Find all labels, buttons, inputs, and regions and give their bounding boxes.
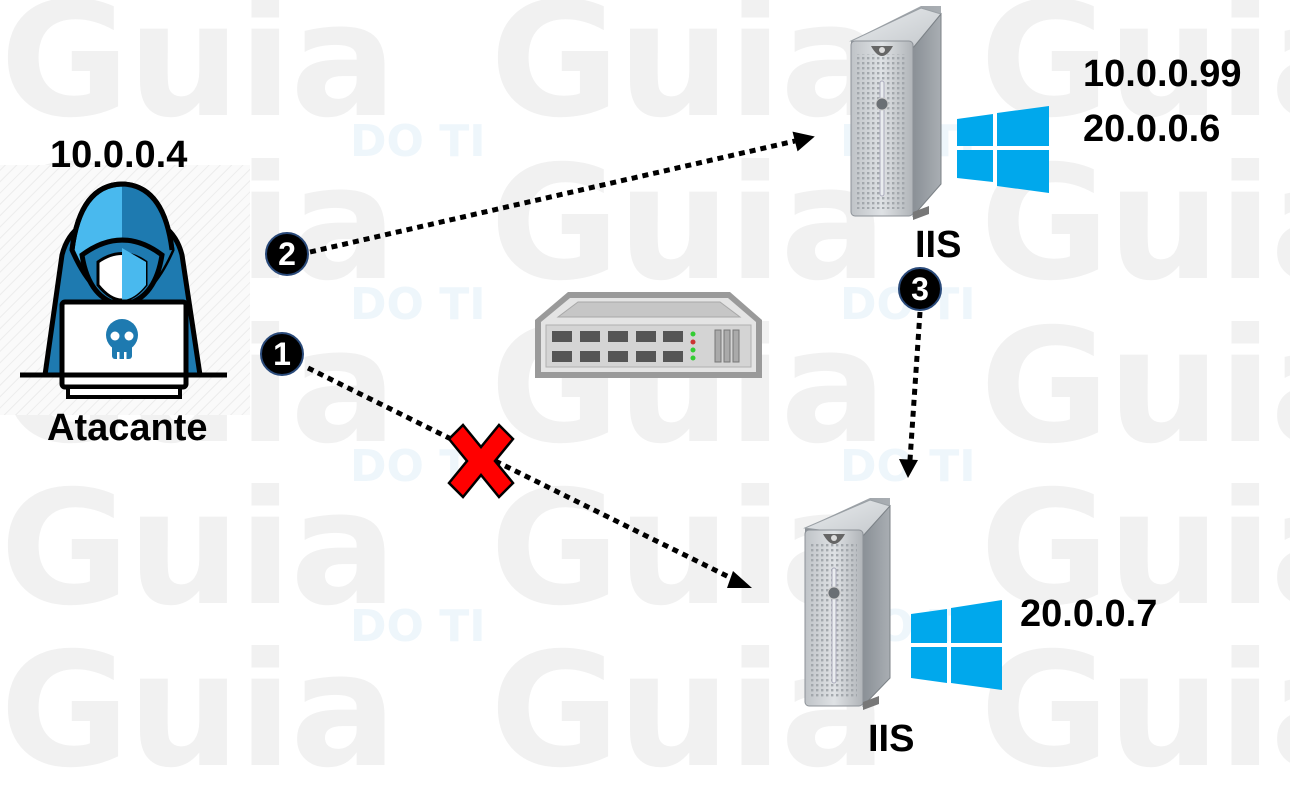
server-top-ip-1: 10.0.0.99 [1083,53,1242,95]
watermark-guia: Guia [0,457,397,641]
server-top-label: IIS [915,224,962,266]
arrow-step-2 [309,131,815,255]
watermark-guia: Guia [490,0,887,153]
skull-icon [106,319,138,359]
arrow-step-3 [899,311,923,478]
watermark-do-ti: DO TI [350,601,486,652]
watermark-guia: Guia [0,0,397,153]
windows-logo-top-icon [957,106,1049,193]
attacker-ip: 10.0.0.4 [50,134,188,176]
step-2-number: 2 [278,236,296,272]
network-switch-icon [535,292,762,378]
server-bottom-label: IIS [868,718,915,760]
hacker-icon [20,181,227,399]
step-3-number: 3 [911,271,929,307]
server-bottom-ip: 20.0.0.7 [1020,593,1158,635]
step-badge-1 [260,332,304,376]
diagram-canvas [0,6,1049,710]
step-badge-2 [265,232,309,276]
watermark-do-ti: DO TI [350,116,486,167]
step-1-number: 1 [273,336,291,372]
server-bottom-icon [803,498,891,710]
watermark-guia: Guia [980,457,1290,641]
blocked-x-icon [447,423,515,499]
watermark-do-ti: DO TI [350,279,486,330]
attacker-label: Atacante [47,407,208,449]
server-top-ip-2: 20.0.0.6 [1083,108,1221,150]
step-badge-3 [898,267,942,311]
watermark-guia: Guia [980,295,1290,479]
arrow-step-1 [306,365,752,588]
server-top-icon [849,6,942,220]
windows-logo-bottom-icon [911,600,1002,690]
watermark-guia: Guia [490,132,887,316]
